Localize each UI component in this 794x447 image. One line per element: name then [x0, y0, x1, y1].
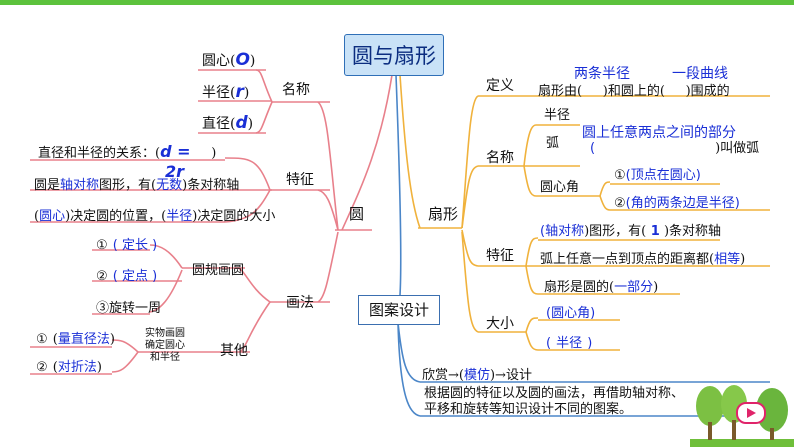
next-button[interactable]	[736, 402, 766, 424]
design-node: 图案设计	[358, 295, 440, 325]
central-angle-item-1: ①(顶点在圆心)	[614, 168, 701, 183]
circle-method-label: 画法	[286, 295, 314, 311]
circle-radius-item: 半径(r)	[202, 82, 250, 102]
circle-position-size: (圆心)决定圆的位置，(半径)决定圆的大小	[34, 209, 276, 224]
sector-size-label: 大小	[486, 316, 514, 332]
central-angle-item-2: ②(角的两条边是半径)	[614, 196, 740, 211]
answer-text: O	[235, 50, 250, 70]
central-angle-label: 圆心角	[540, 180, 580, 195]
circle-symmetry: 圆是轴对称图形，有(无数)条对称轴	[34, 178, 240, 193]
arc-answer: 圆上任意两点之间的部分	[582, 125, 736, 141]
sector-feature-label: 特征	[486, 248, 514, 264]
compass-step-3: ③旋转一周	[96, 301, 162, 316]
sector-definition-label: 定义	[486, 78, 514, 94]
relation-answer-2r: 2r	[165, 162, 185, 181]
sector-part-of-circle: 扇形是圆的(一部分)	[544, 280, 659, 295]
sector-definition-text: 扇形由( )和圆上的( )围成的	[538, 84, 730, 99]
arc-definition: ()叫做弧	[590, 141, 760, 156]
compass-method-label: 圆规画圆	[192, 263, 245, 278]
sector-arc-label: 弧	[546, 136, 560, 151]
circle-name-label: 名称	[282, 82, 310, 98]
sector-symmetry: (轴对称)图形，有( 1 )条对称轴	[540, 224, 722, 239]
sector-distance: 弧上任意一点到顶点的距离都(相等)	[540, 252, 746, 267]
design-description: 根据圆的特征以及圆的画法，再借助轴对称、 平移和旋转等知识设计不同的图案。	[424, 386, 685, 417]
tree-decoration	[690, 385, 794, 447]
diameter-radius-relation: 直径和半径的关系：(d = )	[38, 142, 217, 161]
top-accent-bar	[0, 0, 794, 5]
sector-size-item-2: ( 半径 )	[546, 336, 593, 351]
answer-text: d	[235, 113, 248, 133]
circle-center-item: 圆心(O)	[202, 50, 256, 70]
compass-step-1: ① ( 定长 )	[96, 238, 158, 253]
other-method-2: ② (对折法)	[36, 360, 102, 375]
play-icon	[747, 408, 756, 418]
circle-diameter-item: 直径(d)	[202, 113, 254, 133]
circle-feature-label: 特征	[286, 172, 314, 188]
answer-text: r	[235, 82, 244, 102]
other-method-1: ① (量直径法)	[36, 332, 115, 347]
sector-name-label: 名称	[486, 150, 514, 166]
definition-answer-2: 一段曲线	[672, 66, 728, 82]
sector-radius: 半径	[544, 108, 571, 123]
design-appreciate: 欣赏→(模仿)→设计	[422, 368, 532, 383]
central-topic: 圆与扇形	[344, 34, 444, 76]
other-method-note: 实物画圆 确定圆心 和半径	[145, 328, 185, 363]
sector-size-item-1: (圆心角)	[546, 306, 596, 321]
sector-node: 扇形	[428, 205, 459, 223]
circle-node: 圆	[349, 205, 365, 223]
definition-answer-1: 两条半径	[574, 66, 630, 82]
other-method-label: 其他	[220, 343, 248, 359]
compass-step-2: ② ( 定点 )	[96, 269, 158, 284]
